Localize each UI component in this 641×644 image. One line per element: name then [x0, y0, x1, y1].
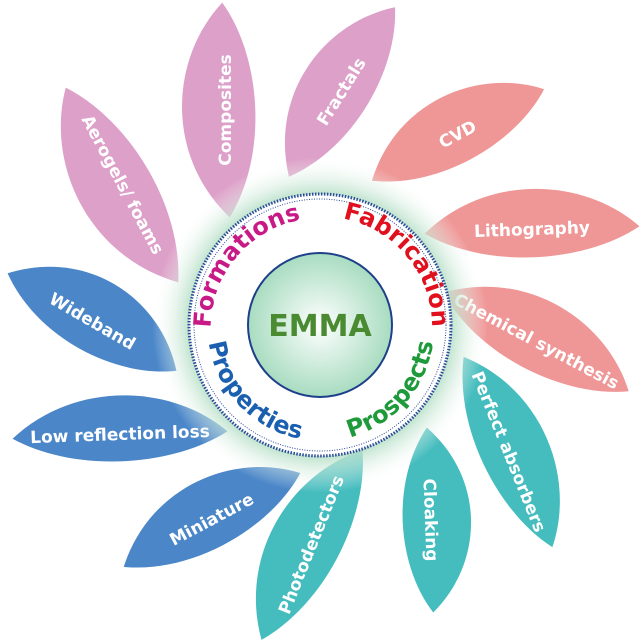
petal-label: Lithography — [474, 218, 591, 242]
petal-shape — [60, 87, 179, 283]
center-circle — [247, 252, 393, 398]
petal-shape — [7, 266, 177, 372]
petal-shape — [443, 286, 629, 392]
petal: CVD — [371, 82, 545, 182]
petal-shape — [424, 189, 640, 258]
petal-shape — [371, 82, 545, 182]
petal-shape — [12, 395, 228, 462]
petal: Low reflection loss — [12, 395, 228, 462]
petal-shape — [123, 467, 301, 568]
center-label: EMMA — [268, 309, 372, 344]
petal-shape — [402, 427, 472, 613]
petal-shape — [284, 7, 396, 177]
petal-label: Composites — [216, 54, 236, 165]
petal-shape — [462, 356, 560, 548]
petal: Lithography — [424, 189, 640, 258]
petal: Cloaking — [402, 427, 472, 613]
outer-ring-inner — [193, 198, 447, 452]
petal-shape — [182, 2, 256, 218]
petal-label: Cloaking — [419, 478, 442, 562]
petal: Composites — [182, 2, 256, 218]
petal-shape — [255, 450, 363, 640]
